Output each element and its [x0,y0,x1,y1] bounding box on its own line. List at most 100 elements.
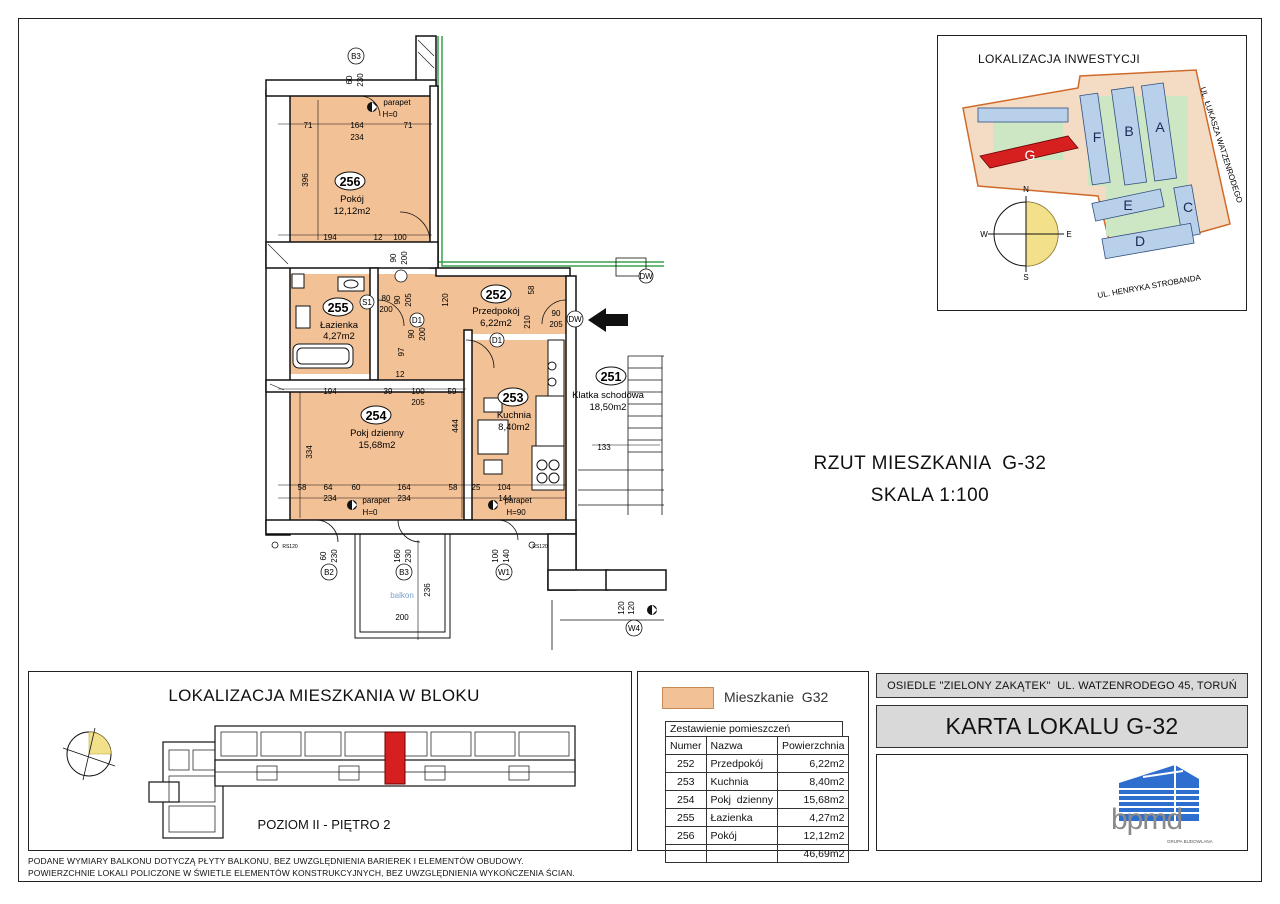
floor-plan-labels: 256 255 252 254 253 251 Pokój 12,12m2 Ła… [282,52,653,633]
dim: 236 [423,583,432,597]
cell-name: Pokj dzienny [705,790,778,809]
room-255-name: Łazienka [320,320,359,331]
cell-area: 6,22m2 [776,754,850,773]
dim: 205 [411,398,425,407]
fixtures [291,273,565,491]
dim: 133 [597,443,611,452]
block-location-box: LOKALIZACJA MIESZKANIA W BLOKU POZIOM [28,671,632,851]
dim: 60 [319,551,328,560]
dim: 97 [397,347,406,356]
table-row: 252 Przedpokój 6,22m2 [665,754,850,773]
dim: 205 [549,320,563,329]
dim: 90 [552,309,561,318]
cell-number: 253 [665,772,707,791]
room-255-number: 255 [328,301,349,315]
dim: 200 [395,613,409,622]
compass-w: W [980,230,988,239]
building-f: F [1093,129,1102,145]
footnote-areas: POWIERZCHNIE LOKALI POLICZONE W ŚWIETLE … [28,868,575,878]
dim: 164 [350,121,364,130]
dim: 71 [404,121,413,130]
dim: 194 [323,387,337,396]
dim: 234 [350,133,364,142]
cell-number: 252 [665,754,707,773]
plan-title-block: RZUT MIESZKANIA G-32 SKALA 1:100 [780,448,1080,512]
cell-area: 8,40m2 [776,772,850,791]
building-e: E [1123,197,1132,213]
investment-location-box: LOKALIZACJA INWESTYCJI G F B A E C D [937,35,1247,311]
dim: 100 [491,549,500,563]
dim: 58 [449,483,458,492]
street-strobanda: UL. HENRYKA STROBANDA [1097,273,1202,300]
block-plan [62,725,576,839]
compass-e: E [1066,230,1071,239]
table-row: 253 Kuchnia 8,40m2 [665,772,850,791]
dim: 90 [389,253,398,262]
logo-subtext: GRUPA BUDOWLANA [1167,839,1213,844]
dim: 64 [324,483,333,492]
legend-swatch-label: Mieszkanie G32 [724,689,829,705]
parapet-top: parapet [383,98,411,107]
logo-text: bpmd [1111,803,1183,836]
table-row: 255 Łazienka 4,27m2 [665,808,850,827]
plan-title: RZUT MIESZKANIA G-32 [813,453,1047,474]
dim: 200 [418,327,427,341]
room-255-area: 4,27m2 [323,331,355,342]
logo-building-icon [1119,765,1199,821]
dim: 25 [472,483,481,492]
cell-area: 15,68m2 [776,790,850,809]
room-253-area: 8,40m2 [498,422,530,433]
dim: 230 [356,73,365,87]
dim: 234 [323,494,337,503]
cell-total-area: 46,69m2 [776,844,850,863]
footnotes: PODANE WYMIARY BALKONU DOTYCZĄ PŁYTY BAL… [28,855,575,879]
dim: 58 [527,285,536,294]
dim: 80 [382,294,391,303]
door-swings [315,95,567,543]
dim: 205 [404,293,413,307]
cell-area: 4,27m2 [776,808,850,827]
rooms-table: Numer Nazwa Powierzchnia 252 Przedpokój … [665,736,850,863]
dimension-lines [278,100,660,640]
tag-dw-entrance: DW [568,315,582,324]
dim: 90 [407,329,416,338]
dim: 58 [298,483,307,492]
h0-mid: H=0 [363,508,378,517]
tag-b2: B2 [324,568,334,577]
logo-box: bpmd GRUPA BUDOWLANA [876,754,1248,851]
room-253-name: Kuchnia [497,410,532,421]
cell-name: Przedpokój [705,754,778,773]
dim: 90 [393,295,402,304]
dim: 210 [523,315,532,329]
investment-title: LOKALIZACJA INWESTYCJI [978,52,1140,66]
dim: 234 [397,494,411,503]
cell-name: Kuchnia [705,772,778,791]
dim: 230 [404,549,413,563]
room-251-area: 18,50m2 [590,402,627,413]
cell-number: 254 [665,790,707,809]
tag-b3-bottom: B3 [399,568,409,577]
plan-scale: SKALA 1:100 [870,485,990,506]
card-title: KARTA LOKALU G-32 [876,705,1248,748]
rs120-left: RS120 [282,544,298,550]
h90: H=90 [506,508,526,517]
dim: 12 [374,233,383,242]
col-name: Nazwa [705,736,778,755]
site-map: G F B A E C D N E S W UL. ŁUKASZA WATZEN… [962,69,1244,300]
stairwell [551,257,664,650]
dimension-texts: 60 230 71 164 234 71 396 194 12 100 90 2… [298,73,636,622]
dim: 100 [411,387,425,396]
building-b: B [1124,123,1133,139]
room-252-number: 252 [486,288,507,302]
tag-circles [271,47,654,637]
room-256-area: 12,12m2 [334,206,371,217]
dim: 230 [330,549,339,563]
dim: 104 [497,483,511,492]
dim: 39 [384,387,393,396]
walls [265,35,667,591]
dim: 144 [498,494,512,503]
legend-swatch [662,687,714,709]
cell-name: Pokój [705,826,778,845]
dim: 200 [379,305,393,314]
tag-s1: S1 [362,298,372,307]
